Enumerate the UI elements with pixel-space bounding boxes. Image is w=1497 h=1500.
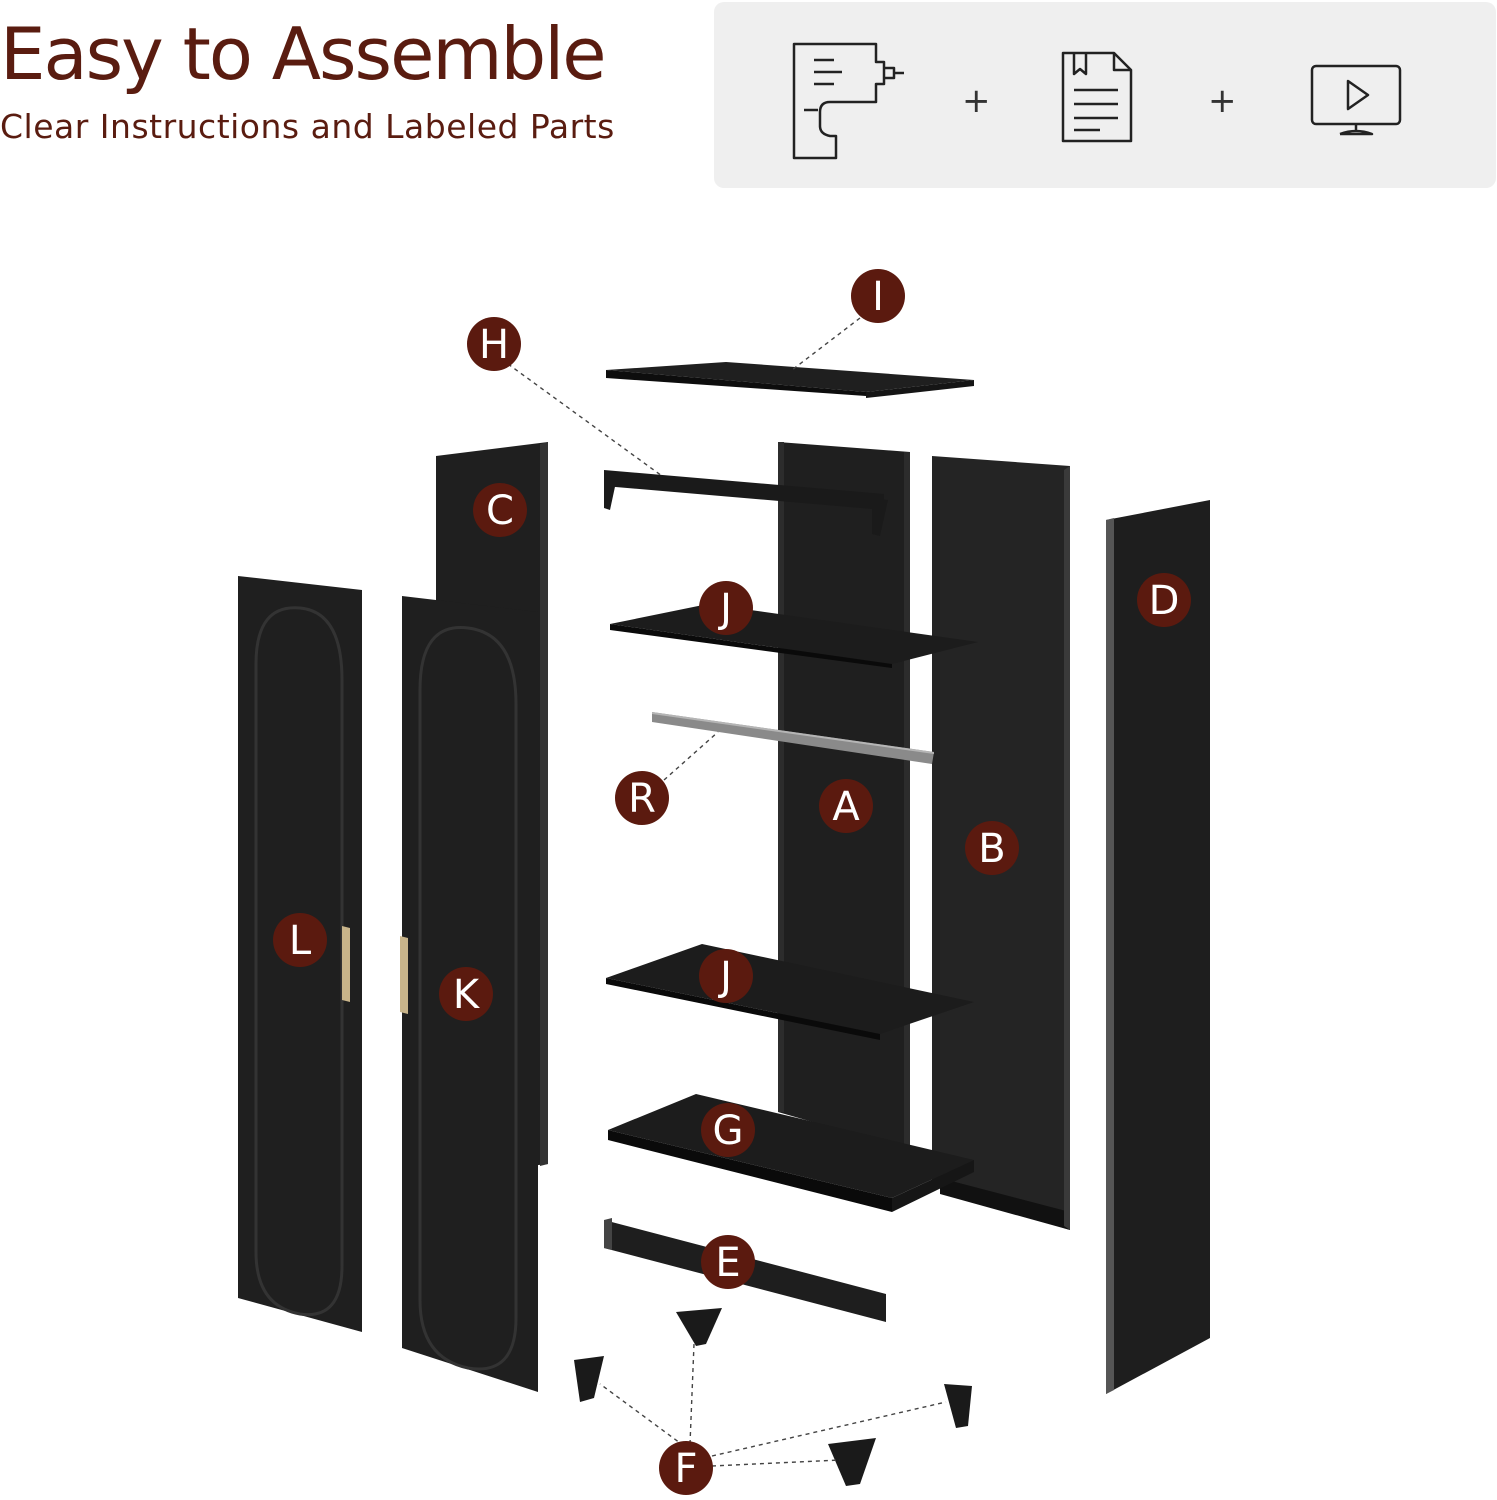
part-label-g: G bbox=[701, 1103, 755, 1157]
svg-text:A: A bbox=[832, 784, 860, 830]
part-label-e: E bbox=[701, 1235, 755, 1289]
svg-text:I: I bbox=[872, 274, 884, 320]
part-label-f: F bbox=[659, 1441, 713, 1495]
svg-text:J: J bbox=[717, 586, 732, 632]
svg-text:R: R bbox=[628, 776, 656, 822]
svg-text:L: L bbox=[289, 918, 312, 964]
instruction-document-icon bbox=[1061, 51, 1133, 143]
part-label-j-upper: J bbox=[699, 581, 753, 635]
part-label-i: I bbox=[851, 269, 905, 323]
svg-text:E: E bbox=[715, 1240, 740, 1286]
plus-separator-2: + bbox=[1208, 81, 1237, 121]
svg-text:K: K bbox=[453, 972, 481, 1018]
svg-text:J: J bbox=[717, 954, 732, 1000]
page-subtitle: Clear Instructions and Labeled Parts bbox=[0, 107, 615, 146]
part-label-d: D bbox=[1137, 573, 1191, 627]
svg-text:C: C bbox=[486, 488, 514, 534]
part-f-legs bbox=[574, 1308, 972, 1486]
svg-text:H: H bbox=[479, 322, 509, 368]
video-tutorial-icon bbox=[1310, 64, 1402, 136]
part-label-h: H bbox=[467, 317, 521, 371]
tools-panel: + + bbox=[714, 2, 1496, 188]
power-drill-icon bbox=[792, 42, 904, 160]
part-label-b: B bbox=[965, 821, 1019, 875]
page-title: Easy to Assemble bbox=[0, 12, 607, 96]
svg-text:B: B bbox=[978, 826, 1005, 872]
part-label-a: A bbox=[819, 779, 873, 833]
part-h-rail bbox=[604, 470, 888, 536]
part-i-top bbox=[606, 362, 974, 398]
part-label-k: K bbox=[439, 967, 493, 1021]
part-label-r: R bbox=[615, 771, 669, 825]
part-label-l: L bbox=[273, 913, 327, 967]
part-j-shelf-lower bbox=[606, 944, 974, 1040]
part-d-panel bbox=[1106, 500, 1210, 1394]
svg-text:D: D bbox=[1149, 578, 1180, 624]
part-r-rod bbox=[652, 712, 934, 764]
part-g-bottom bbox=[608, 1094, 974, 1212]
plus-separator-1: + bbox=[962, 81, 991, 121]
svg-text:G: G bbox=[713, 1108, 744, 1154]
svg-text:F: F bbox=[674, 1446, 697, 1492]
part-label-j-lower: J bbox=[699, 949, 753, 1003]
leader-lines bbox=[507, 317, 947, 1467]
part-label-c: C bbox=[473, 483, 527, 537]
